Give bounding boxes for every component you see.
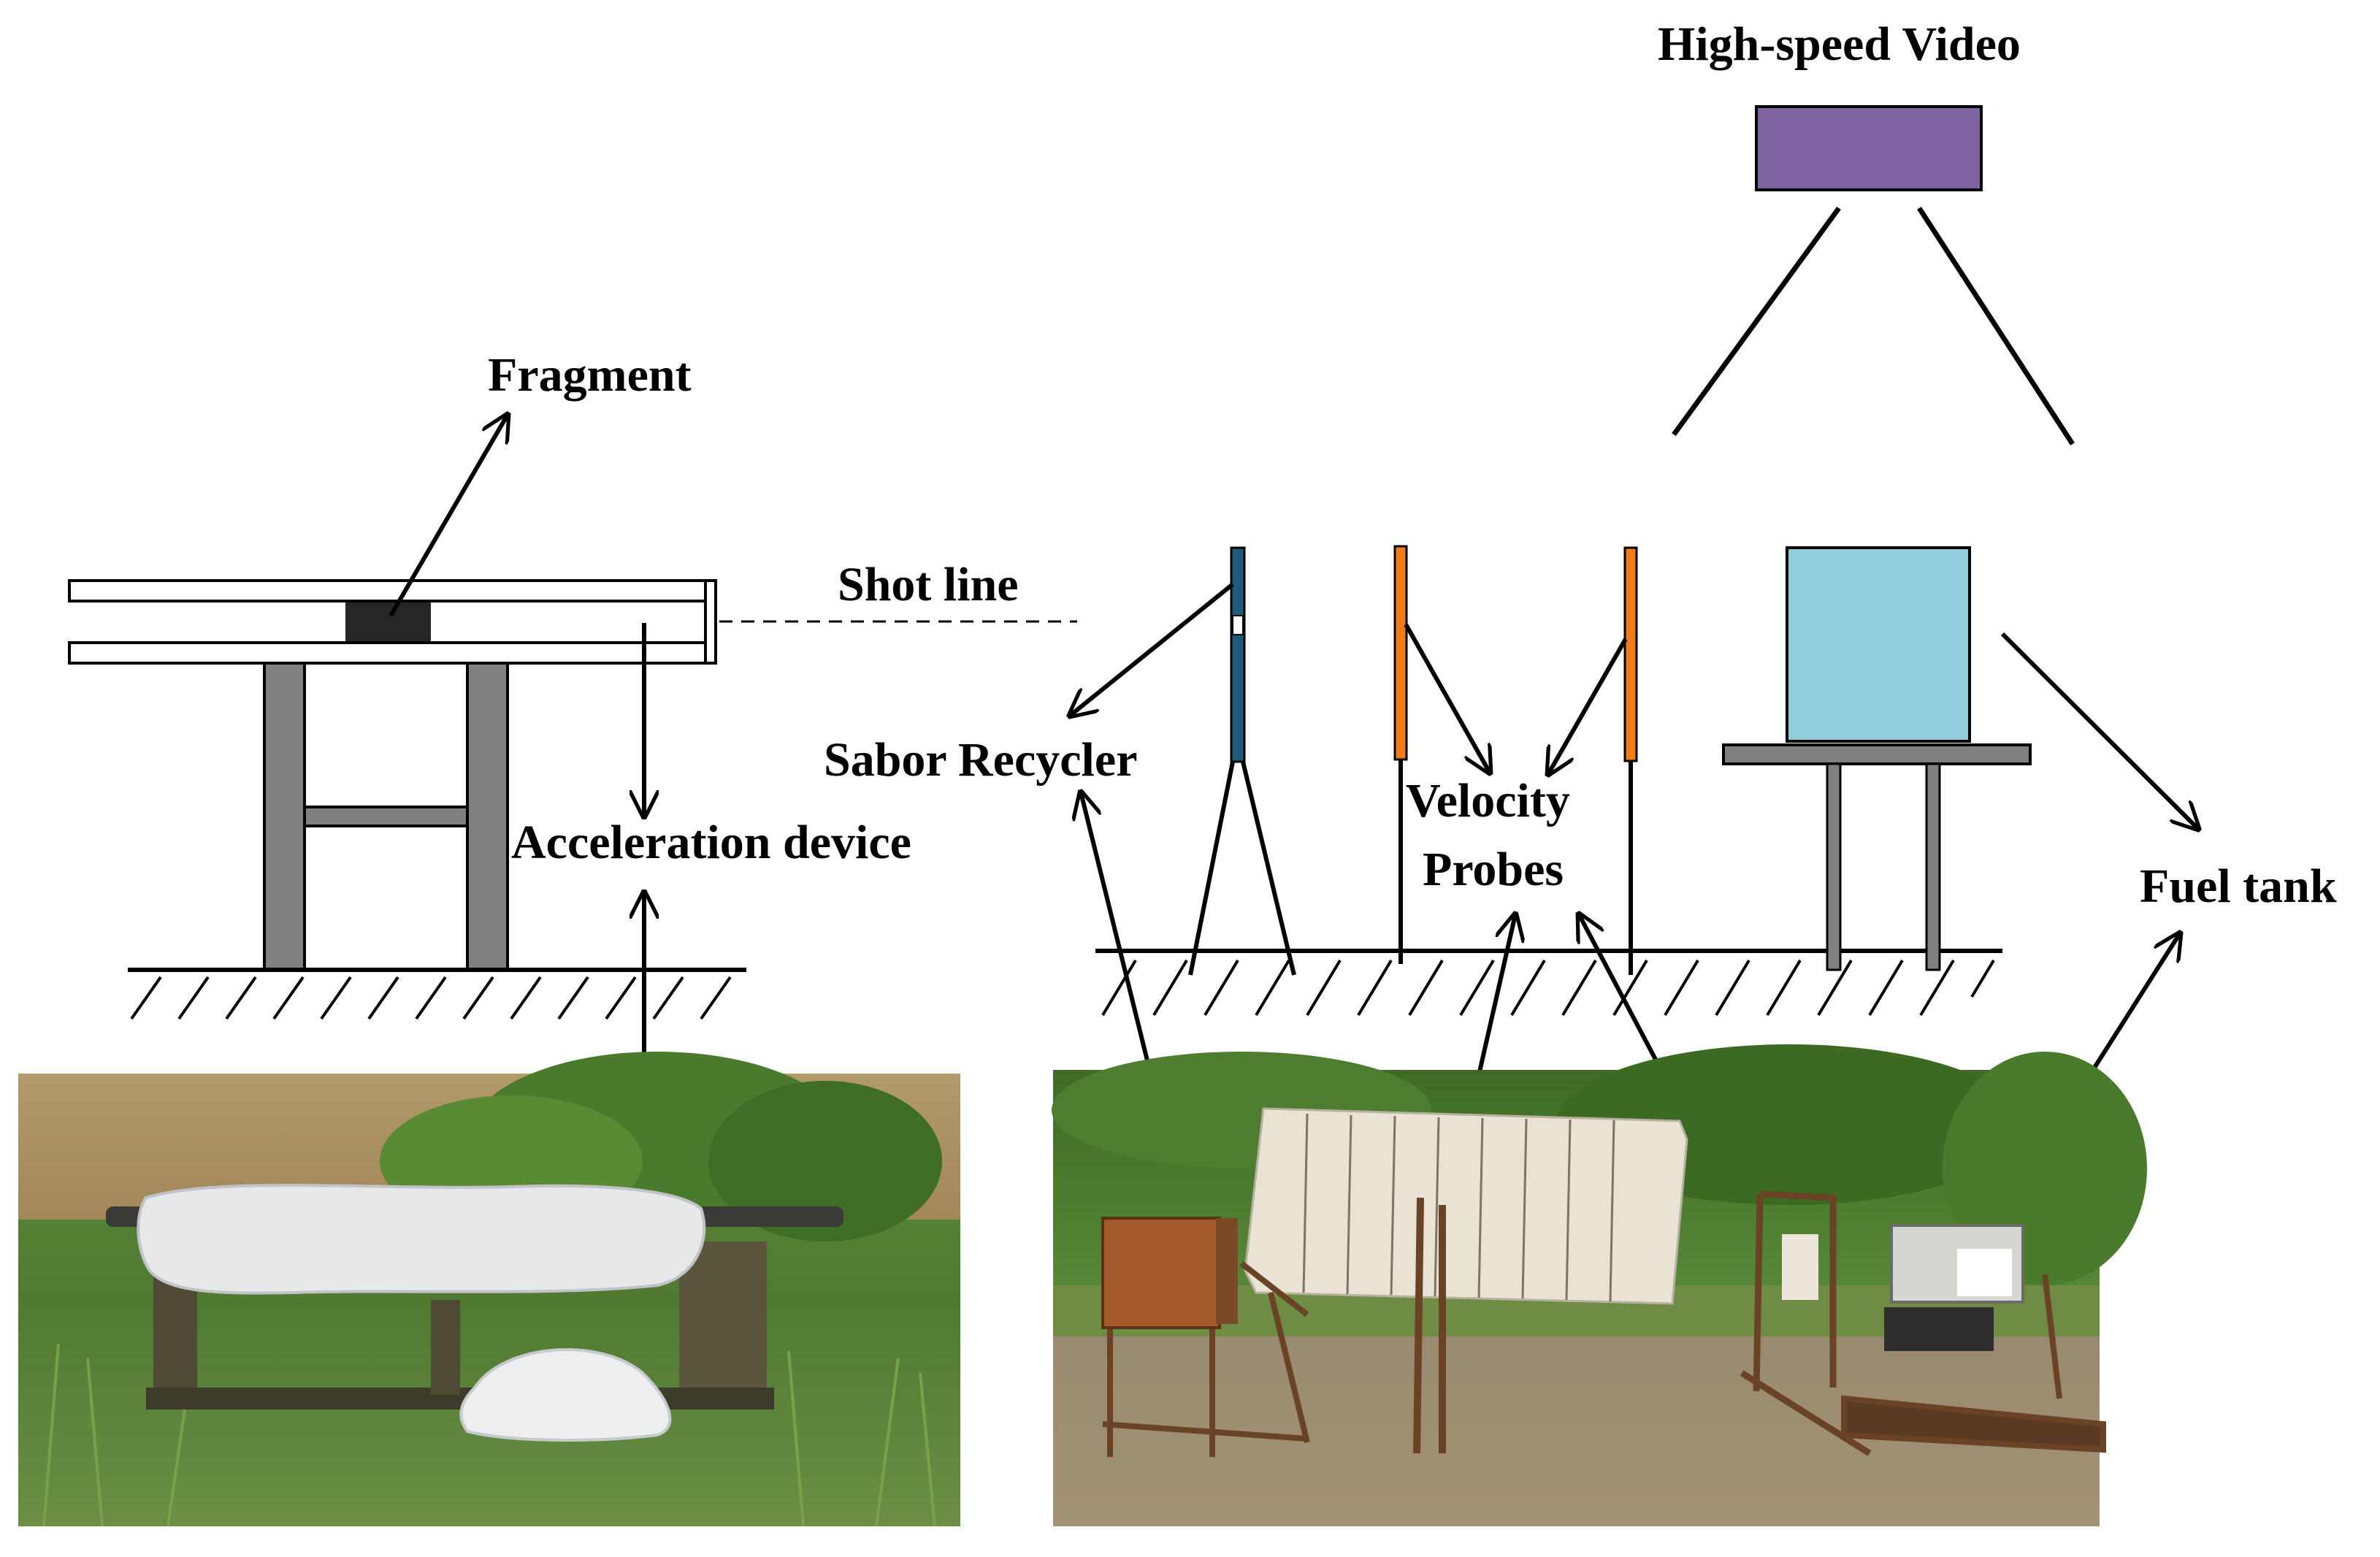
label-velocity: Velocity [1406,774,1570,827]
muzzle-plate [704,579,717,665]
sabot-recycler-leg-left [1188,761,1235,976]
table-leg-right [466,662,509,971]
high-speed-camera [1755,105,1983,191]
velocity-probe-arrow-1 [1404,623,1490,773]
camera-fov-right [1917,207,2075,445]
label-fuel-tank: Fuel tank [2140,860,2337,913]
label-probes: Probes [1423,843,1564,896]
velocity-probe-1 [1393,545,1408,761]
sabot-recycler-window [1232,615,1244,635]
fuel-tank-table-leg-right [1925,762,1941,971]
velocity-probe-arrow-2 [1548,638,1628,774]
fuel-tank-table-top [1722,743,2032,765]
table-crossbar [303,806,469,827]
barrel-upper [68,579,717,602]
acceleration-device-drawing [68,415,1077,1074]
fragment-block [345,602,431,641]
barrel-lower [68,641,717,665]
sabot-recycler-post [1230,546,1246,763]
label-fragment: Fragment [488,348,692,402]
fuel-tank-box [1786,546,1971,743]
photo-acceleration-device [18,1052,960,1527]
photo-test-range [1052,1044,2147,1526]
sabot-recycler-leg-right [1241,761,1296,976]
table-leg-left [263,662,306,971]
ground-hatch-left [130,976,732,1020]
fragment-arrow [389,415,508,617]
camera-fov-left [1672,206,1841,437]
test-range-drawing [1070,105,2198,1261]
velocity-probe-2 [1623,546,1638,762]
sabot-recycler-arrow-from-post [1070,582,1234,716]
label-shot-line: Shot line [838,558,1019,611]
fuel-tank-table-leg-left [1826,762,1842,971]
label-high-speed-video: High-speed Video [1658,18,2021,71]
fuel-tank-arrow-from-box [2000,632,2198,829]
label-sabor-recycler: Sabor Recycler [824,733,1137,787]
label-acceleration-device: Acceleration device [511,816,911,869]
ground-hatch-right [1101,959,1995,1017]
